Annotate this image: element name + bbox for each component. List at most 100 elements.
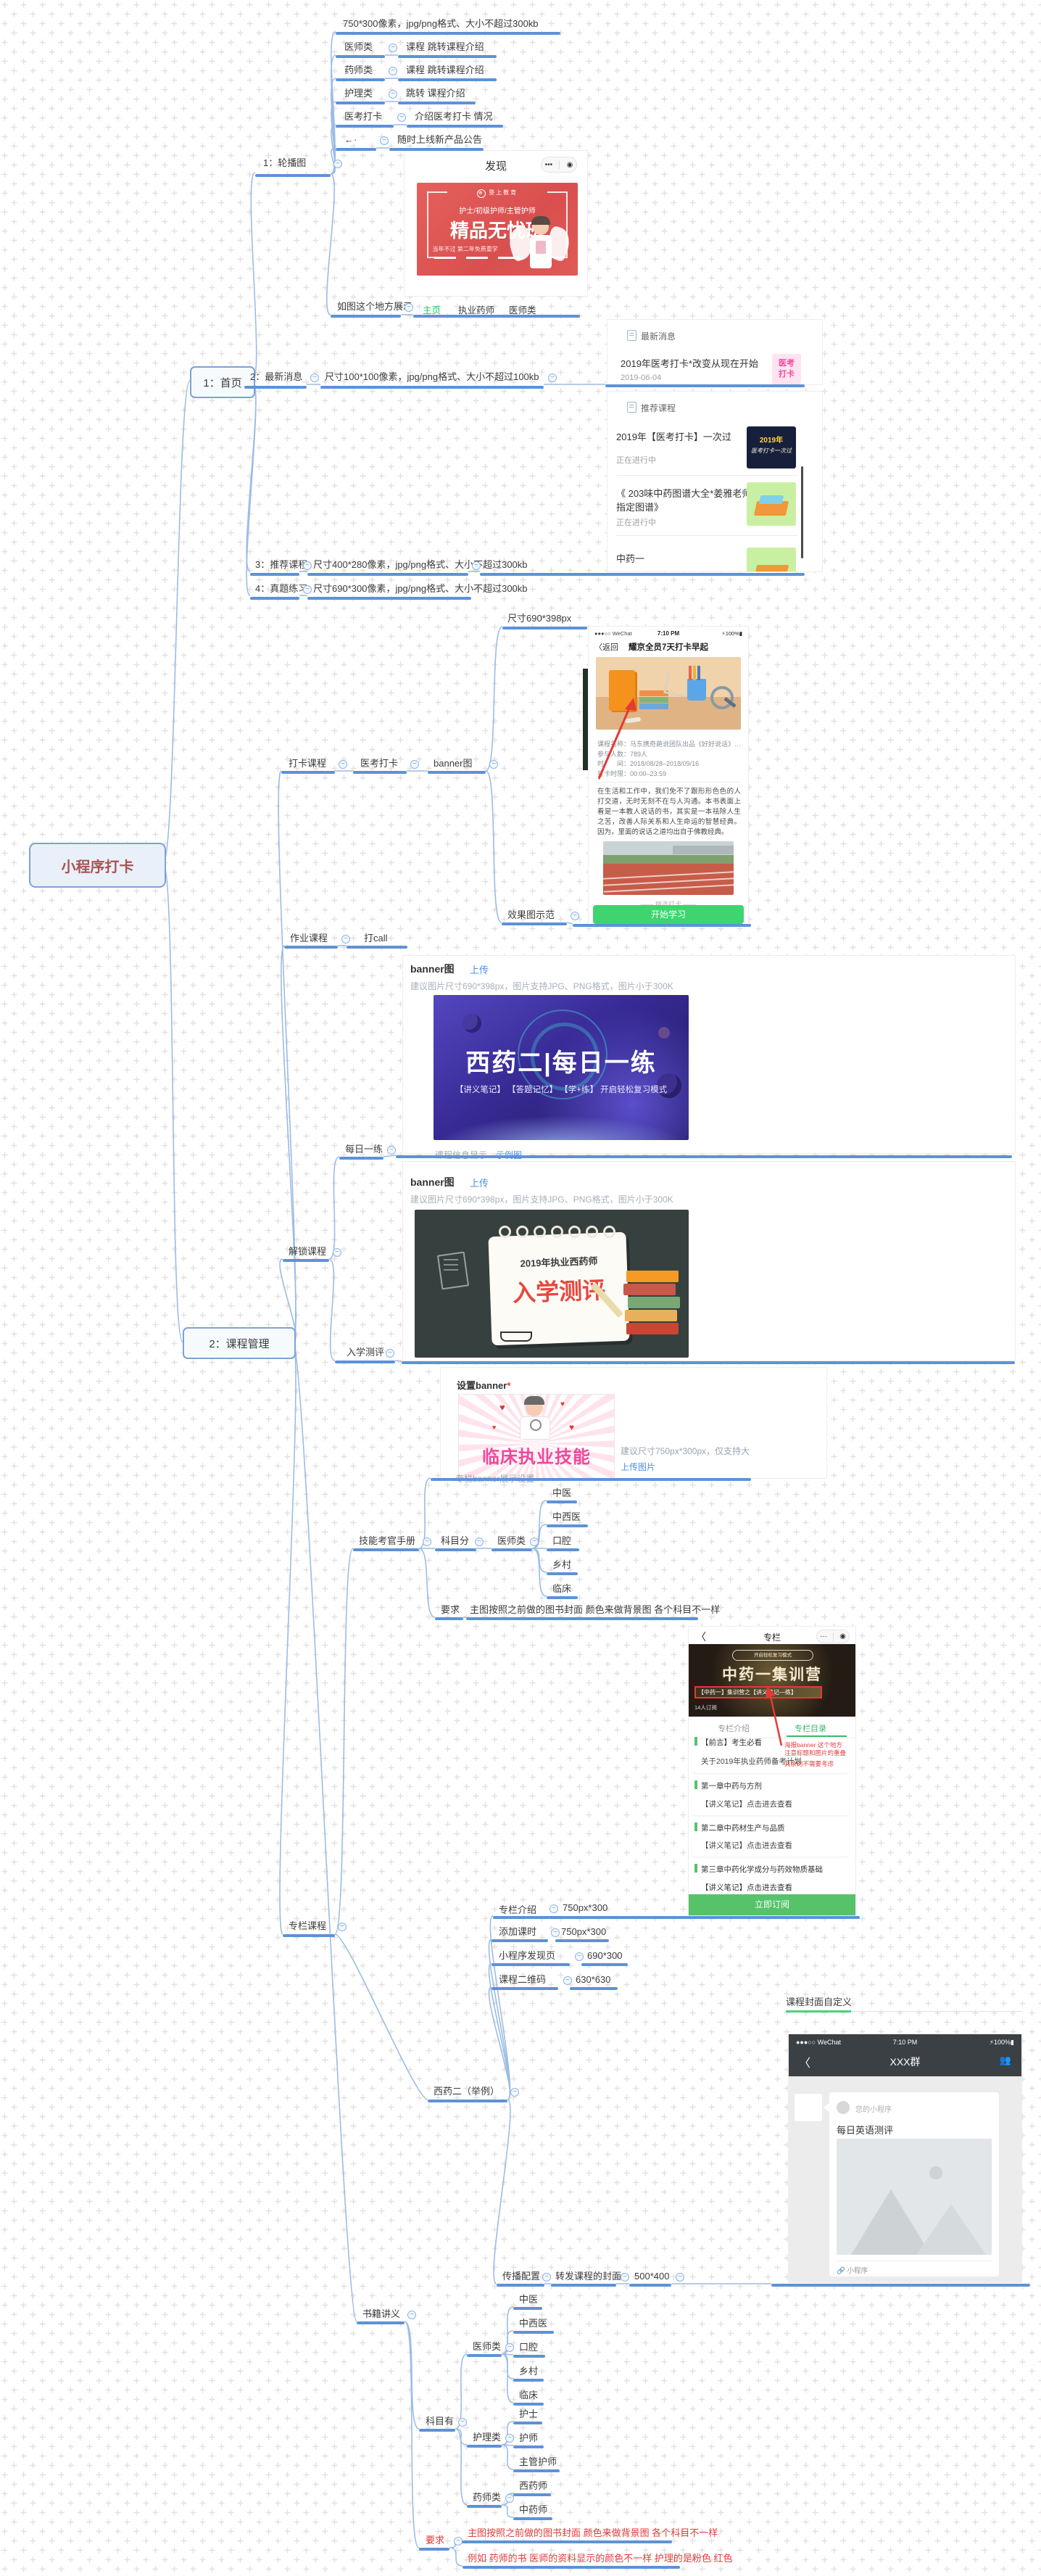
- tiaozhuan-jieshao[interactable]: 跳转 课程介绍: [406, 88, 465, 99]
- rec-item1-title[interactable]: 2019年【医考打卡】一次过: [616, 432, 731, 442]
- zhongxiyi-b[interactable]: 中西医: [519, 2318, 548, 2329]
- zhuanlan-jieshao-label[interactable]: 专栏介绍: [499, 1904, 537, 1915]
- xcx-faxianye-collapse-badge[interactable]: −: [575, 1952, 584, 1961]
- more-dots-icon[interactable]: ···: [820, 1632, 828, 1640]
- nurse-banner-image[interactable]: ⊕ 垦上教育 护士/初级护师/主管护师 精品无忧班 当年不过 第二年免费重学: [417, 183, 578, 276]
- shuji-jiangyi-collapse-badge[interactable]: −: [407, 2311, 416, 2319]
- kecheng-erweima-collapse-badge[interactable]: −: [563, 1976, 572, 1985]
- xiaoguotu-shifan-collapse-badge[interactable]: −: [571, 912, 579, 920]
- rec-item2-thumbnail[interactable]: [747, 482, 796, 526]
- yaoqiu-2[interactable]: 要求: [426, 2535, 445, 2546]
- zhongyi-a[interactable]: 中医: [552, 1487, 572, 1498]
- spec-690-398[interactable]: 尺寸690*398px: [507, 613, 572, 624]
- zuixin-xiaoxi[interactable]: 2：最新消息: [250, 371, 303, 382]
- rutu-zhanshi[interactable]: 如图这个地方展示: [337, 301, 413, 312]
- zhuanfa-fengmian-collapse-badge[interactable]: −: [621, 2273, 629, 2282]
- jineng-kaoguan-shouce-collapse-badge[interactable]: −: [423, 1537, 431, 1546]
- rutu-zhanshi-collapse-badge[interactable]: −: [405, 303, 413, 312]
- back-button[interactable]: 〈返回: [594, 643, 618, 652]
- yishilei-b-collapse-badge[interactable]: −: [505, 2343, 514, 2352]
- hushi[interactable]: 护士: [519, 2408, 539, 2419]
- yishilei-a[interactable]: 医师类: [497, 1535, 526, 1546]
- ruxue-ceping[interactable]: 入学测评: [347, 1347, 385, 1358]
- daka-kecheng[interactable]: 打卡课程: [289, 758, 327, 769]
- rec-item1-thumbnail[interactable]: 2019年 医考打卡一次过: [747, 426, 796, 468]
- yaoqiu-1-text[interactable]: 主图按照之前做的图书封面 颜色来做背景图 各个科目不一样: [470, 1604, 721, 1615]
- lunbotu[interactable]: 1：轮播图: [263, 157, 307, 168]
- rec-item3-title[interactable]: 中药一: [616, 553, 645, 564]
- tab-zhuanlan-intro[interactable]: 专栏介绍: [718, 1725, 750, 1733]
- spec-400-280-collapse-badge[interactable]: −: [472, 561, 481, 570]
- xcx-faxianye[interactable]: 小程序发现页: [499, 1950, 556, 1961]
- yaoshilei-b-collapse-badge[interactable]: −: [505, 2494, 514, 2503]
- course-cover-custom-tab[interactable]: 课程封面自定义: [786, 1997, 853, 2007]
- wechat-capsule[interactable]: ··· ◉: [816, 1630, 850, 1643]
- zuixin-xiaoxi-collapse-badge[interactable]: −: [310, 373, 319, 382]
- target-icon[interactable]: ◉: [566, 160, 573, 169]
- ruxue-ceping-collapse-badge[interactable]: −: [386, 1349, 394, 1358]
- lesson-card-partial[interactable]: 【讲义笔记】点击进去查看: [701, 1883, 792, 1892]
- spec-750-300[interactable]: 750*300像素，jpg/png格式、大小不超过300kb: [343, 18, 539, 29]
- tianjia-keshi-collapse-badge[interactable]: −: [551, 1928, 560, 1937]
- zhenti-lianxi[interactable]: 4：真题练习: [255, 583, 308, 594]
- back-chevron[interactable]: 〈: [799, 2057, 811, 2070]
- kecheng-erweima[interactable]: 课程二维码: [499, 1974, 547, 1985]
- zhenti-lianxi-collapse-badge[interactable]: −: [303, 585, 312, 594]
- spec-500-400-collapse-badge[interactable]: −: [676, 2273, 684, 2282]
- yishilei-1[interactable]: 医师类: [344, 41, 373, 52]
- yaoshilei-1[interactable]: 药师类: [344, 65, 373, 75]
- hulilei-b[interactable]: 护理类: [473, 2432, 502, 2443]
- group-members-icon[interactable]: 👥: [999, 2055, 1011, 2065]
- more-dots-icon[interactable]: •••: [544, 160, 553, 169]
- yaoqiu-2-line2[interactable]: 例如 药师的书 医师的资料显示的颜色不一样 护理的是粉色 红色: [468, 2553, 733, 2564]
- zhuanlan-kecheng[interactable]: 专栏课程: [289, 1920, 327, 1931]
- meiri-yilian-collapse-badge[interactable]: −: [387, 1146, 396, 1155]
- tab-zhuanlan-catalog[interactable]: 专栏目录: [795, 1725, 826, 1733]
- spec-500-400[interactable]: 500*400: [634, 2271, 670, 2282]
- spec-400-280[interactable]: 尺寸400*280像素，jpg/png格式、大小不超过300kb: [313, 559, 528, 570]
- banner-tu-1[interactable]: banner图: [434, 758, 473, 769]
- spec-630-630[interactable]: 630*630: [576, 1974, 611, 1985]
- zhuanfa-fengmian[interactable]: 转发课程的封面: [555, 2271, 622, 2282]
- target-icon[interactable]: ◉: [839, 1632, 846, 1640]
- xiyaoshi[interactable]: 西药师: [519, 2480, 548, 2491]
- kouqiang-b[interactable]: 口腔: [519, 2342, 539, 2353]
- yaoshilei-1-collapse-badge[interactable]: −: [389, 67, 397, 75]
- subscribe-now-button[interactable]: 立即订阅: [689, 1894, 855, 1915]
- misc-arrow-collapse-badge[interactable]: −: [380, 136, 389, 145]
- spec-100-100-collapse-badge[interactable]: −: [548, 373, 557, 382]
- tab-home[interactable]: 主页: [423, 305, 441, 315]
- yikao-daka-2[interactable]: 医考打卡: [360, 758, 399, 769]
- yishilei-1-collapse-badge[interactable]: −: [389, 44, 397, 52]
- news-item-title[interactable]: 2019年医考打卡*改变从现在开始: [621, 358, 758, 369]
- root-topic[interactable]: 小程序打卡: [29, 843, 166, 888]
- scrollbar[interactable]: [801, 466, 803, 558]
- yikao-daka-1[interactable]: 医考打卡: [344, 111, 383, 122]
- rec-item2-title-2[interactable]: 指定图谱》: [616, 502, 664, 513]
- lunbotu-collapse-badge[interactable]: −: [333, 160, 342, 168]
- linchuang-a[interactable]: 临床: [552, 1583, 572, 1594]
- jineng-kaoguan-shouce[interactable]: 技能考官手册: [359, 1535, 416, 1546]
- tab-pharmacist[interactable]: 执业药师: [458, 305, 495, 315]
- zhuguan-hushi[interactable]: 主管护师: [519, 2456, 557, 2467]
- yikao-daka-1-collapse-badge[interactable]: −: [397, 113, 406, 122]
- hulilei-1-collapse-badge[interactable]: −: [389, 90, 397, 99]
- suishi-shangxian[interactable]: 随时上线新产品公告: [397, 134, 483, 145]
- xiangcun-b[interactable]: 乡村: [519, 2366, 539, 2377]
- yaoshilei-b[interactable]: 药师类: [473, 2492, 502, 2503]
- kemu-fen[interactable]: 科目分: [441, 1535, 470, 1546]
- zhongyi-b[interactable]: 中医: [519, 2294, 539, 2305]
- back-chevron[interactable]: 〈: [696, 1631, 706, 1643]
- rec-item3-thumbnail[interactable]: [747, 548, 796, 571]
- yaoqiu-2-line1[interactable]: 主图按照之前做的图书封面 颜色来做背景图 各个科目不一样: [468, 2527, 718, 2538]
- upload-link[interactable]: 上传: [470, 965, 489, 975]
- xiyao2-juli-collapse-badge[interactable]: −: [510, 2088, 519, 2097]
- chuanbo-peizhi[interactable]: 传播配置: [502, 2271, 541, 2282]
- collapse-badge[interactable]: −: [549, 1904, 558, 1913]
- branch-course-mgmt[interactable]: 2：课程管理: [183, 1327, 296, 1359]
- kemu-fen-collapse-badge[interactable]: −: [475, 1537, 484, 1546]
- zuoye-kecheng[interactable]: 作业课程: [290, 933, 328, 944]
- xiyao2-juli[interactable]: 西药二（举例）: [434, 2086, 500, 2097]
- zhuanlan-jieshao-spec[interactable]: 750px*300: [563, 1902, 608, 1913]
- rec-item2-title-1[interactable]: 《 203味中药图谱大全*姜雅老师: [616, 488, 752, 499]
